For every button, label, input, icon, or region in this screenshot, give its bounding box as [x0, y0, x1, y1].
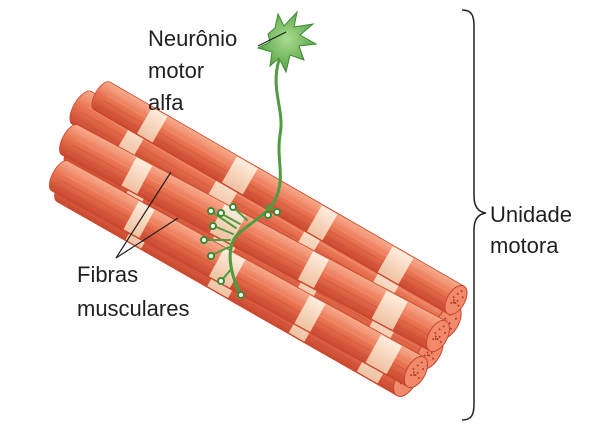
myofibril-dot [452, 296, 455, 299]
neuron-label-line3: alfa [148, 90, 184, 115]
myofibril-dot [442, 325, 445, 328]
myofibril-dot [450, 301, 453, 304]
myofibril-dot [438, 328, 441, 331]
myofibril-dot [456, 299, 459, 302]
myofibril-dot [412, 371, 415, 374]
myofibril-dot [439, 340, 442, 343]
muscle-fiber [59, 124, 450, 353]
myofibril-dot [444, 331, 447, 334]
myofibril-dot [426, 351, 429, 354]
myofibril-dot [448, 322, 451, 325]
myofibril-dot [416, 371, 419, 374]
myofibril-dot [438, 335, 441, 338]
myofibril-dot [434, 332, 437, 335]
neuron-label: Neurônio motor alfa [148, 26, 237, 115]
motor-unit-label: Unidade motora [490, 202, 572, 258]
fibers-label-line2: musculares [77, 296, 189, 321]
myofibril-dot [431, 357, 434, 360]
fibers-leader-line-2 [115, 217, 179, 259]
fiber-light-band [371, 290, 408, 331]
motor-neuron [200, 10, 318, 299]
fiber-light-band [121, 157, 153, 194]
fiber-striation [68, 168, 422, 364]
myofibril-dot [423, 354, 426, 357]
motor-unit-label-line1: Unidade [490, 202, 572, 227]
myofibril-dot [461, 296, 464, 299]
muscle-fiber [91, 81, 468, 316]
myofibril-dot [456, 292, 459, 295]
myofibril-dot [444, 317, 447, 320]
myofibril-dot [432, 338, 435, 341]
myofibril-dot [454, 317, 457, 320]
fiber-light-band [306, 205, 338, 241]
myofibril-dot [426, 354, 429, 357]
myofibril-dot [454, 301, 457, 304]
myofibril-dot [412, 368, 415, 371]
fiber-striation [64, 174, 418, 370]
neuron-axon [228, 58, 283, 292]
fiber-light-band [377, 246, 414, 285]
fibers-label-line1: Fibras [77, 262, 138, 287]
myofibril-dot [416, 364, 419, 367]
muscle-fiber [49, 160, 429, 389]
myofibril-dot [417, 376, 420, 379]
fiber-end-cap [403, 355, 429, 389]
fibers-leader-line-1 [115, 171, 172, 259]
myofibril-dot [412, 373, 415, 376]
fiber-body [91, 81, 465, 315]
fiber-light-band [208, 248, 246, 288]
myofibril-dot [430, 352, 433, 355]
fiber-end-cap [426, 319, 450, 353]
myofibril-dot [422, 368, 425, 371]
myofibril-dot [410, 374, 413, 377]
muscle-fiber-bundle [49, 81, 468, 397]
fiber-light-band [221, 156, 258, 195]
myofibril-dot [449, 327, 452, 330]
neuron-label-line2: motor [148, 58, 204, 83]
fiber-light-band [294, 295, 326, 332]
neuron-leader-line [257, 31, 287, 47]
myofibril-dot [452, 299, 455, 302]
fiber-light-band [365, 334, 403, 375]
fiber-light-band [297, 251, 329, 289]
neuron-cell-body-icon [256, 10, 318, 74]
myofibril-dot [457, 304, 460, 307]
fiber-striation [61, 180, 415, 376]
myofibril-dot [436, 338, 439, 341]
motor-unit-brace [461, 9, 487, 421]
fiber-striation [63, 197, 401, 390]
fiber-light-band [136, 107, 168, 143]
neuron-label-line1: Neurônio [148, 26, 237, 51]
fibers-label: Fibras musculares [77, 262, 189, 321]
myofibril-dot [452, 301, 455, 304]
myofibril-dot [414, 374, 417, 377]
motor-unit-label-line2: motora [490, 233, 559, 258]
myofibril-dot [420, 361, 423, 364]
myofibril-dot [428, 354, 431, 357]
synaptic-boutons [200, 203, 281, 299]
myofibril-dot [434, 335, 437, 338]
myofibril-dot [434, 337, 437, 340]
fiber-body [59, 124, 447, 352]
fiber-end-cap [444, 284, 468, 316]
fiber-light-band [209, 204, 246, 244]
myofibril-dot [460, 290, 463, 293]
leader-lines [115, 31, 287, 259]
